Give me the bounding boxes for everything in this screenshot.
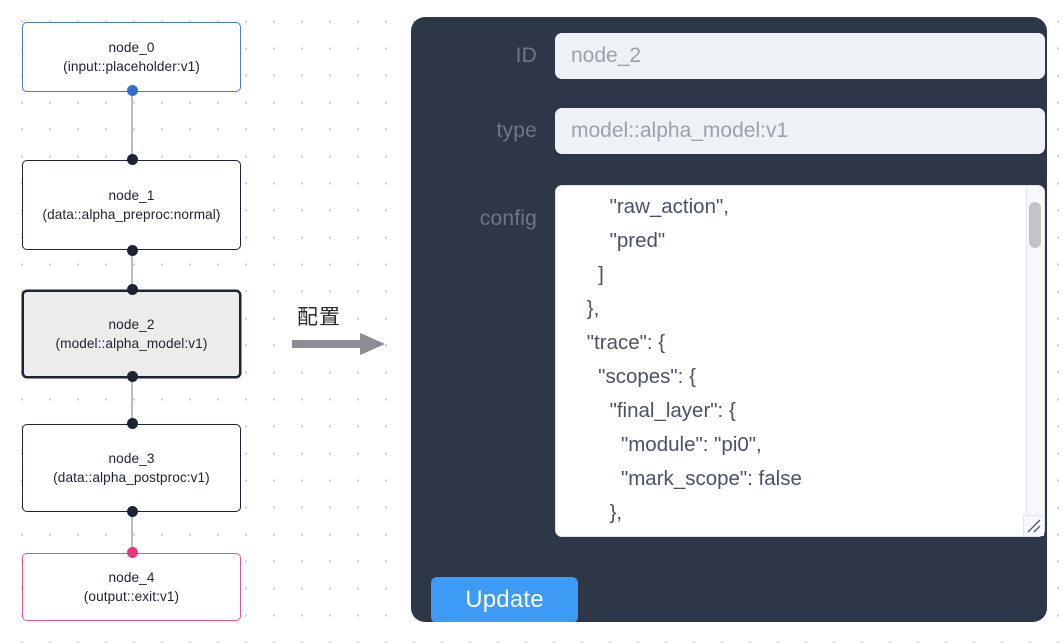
node-id-label: node_0 — [108, 40, 155, 55]
port-node_3-in[interactable] — [126, 418, 138, 429]
id-field-label: ID — [515, 44, 537, 67]
port-node_1-out[interactable] — [126, 245, 138, 256]
edge-node2-node3 — [131, 375, 133, 425]
node-id-label: node_3 — [108, 451, 155, 466]
graph-node-node_1[interactable]: node_1 (data::alpha_preproc:normal) — [22, 160, 241, 250]
node-type-label: (input::placeholder:v1) — [63, 59, 200, 74]
node-type-label: (data::alpha_postproc:v1) — [53, 470, 210, 485]
config-scrollbar[interactable] — [1026, 188, 1043, 518]
form-row-id: ID node_2 — [431, 33, 1045, 79]
config-field-label: config — [479, 207, 537, 230]
node-properties-panel: ID node_2 type model::alpha_model:v1 con… — [411, 17, 1047, 622]
edge-node0-node1 — [131, 90, 133, 160]
id-input[interactable]: node_2 — [555, 33, 1045, 79]
form-row-type: type model::alpha_model:v1 — [431, 108, 1045, 154]
config-scrollbar-thumb[interactable] — [1029, 202, 1041, 248]
edge-node3-node4 — [131, 510, 133, 552]
flow-arrow-icon — [292, 333, 385, 355]
flow-annotation-label: 配置 — [297, 305, 341, 329]
port-node_1-in[interactable] — [126, 154, 138, 165]
config-textarea[interactable]: "raw_action", "pred" ] }, "trace": { "sc… — [555, 185, 1045, 537]
node-type-label: (output::exit:v1) — [83, 589, 180, 604]
flow-graph-canvas[interactable]: node_0 (input::placeholder:v1) node_1 (d… — [0, 0, 400, 643]
graph-node-node_2[interactable]: node_2 (model::alpha_model:v1) — [22, 290, 241, 378]
edge-node1-node2 — [131, 250, 133, 305]
config-resize-handle[interactable] — [1023, 515, 1044, 536]
config-editor-wrapper: "raw_action", "pred" ] }, "trace": { "sc… — [555, 185, 1045, 537]
port-node_0-out[interactable] — [126, 85, 138, 96]
port-node_2-out[interactable] — [126, 371, 138, 382]
node-type-label: (data::alpha_preproc:normal) — [42, 207, 221, 222]
port-node_4-in[interactable] — [126, 547, 138, 558]
type-input[interactable]: model::alpha_model:v1 — [555, 108, 1045, 154]
type-field-label: type — [496, 119, 537, 142]
node-id-label: node_2 — [108, 317, 155, 332]
graph-node-node_3[interactable]: node_3 (data::alpha_postproc:v1) — [22, 424, 241, 512]
graph-node-node_0[interactable]: node_0 (input::placeholder:v1) — [22, 22, 241, 92]
node-id-label: node_4 — [108, 570, 155, 585]
port-node_3-out[interactable] — [126, 506, 138, 517]
graph-node-node_4[interactable]: node_4 (output::exit:v1) — [22, 553, 241, 621]
node-type-label: (model::alpha_model:v1) — [55, 336, 208, 351]
resize-grip-icon — [1027, 519, 1041, 533]
port-node_2-in[interactable] — [126, 284, 138, 295]
node-id-label: node_1 — [108, 188, 155, 203]
update-button[interactable]: Update — [431, 577, 578, 622]
form-row-config: config "raw_action", "pred" ] }, "trace"… — [431, 185, 1045, 537]
